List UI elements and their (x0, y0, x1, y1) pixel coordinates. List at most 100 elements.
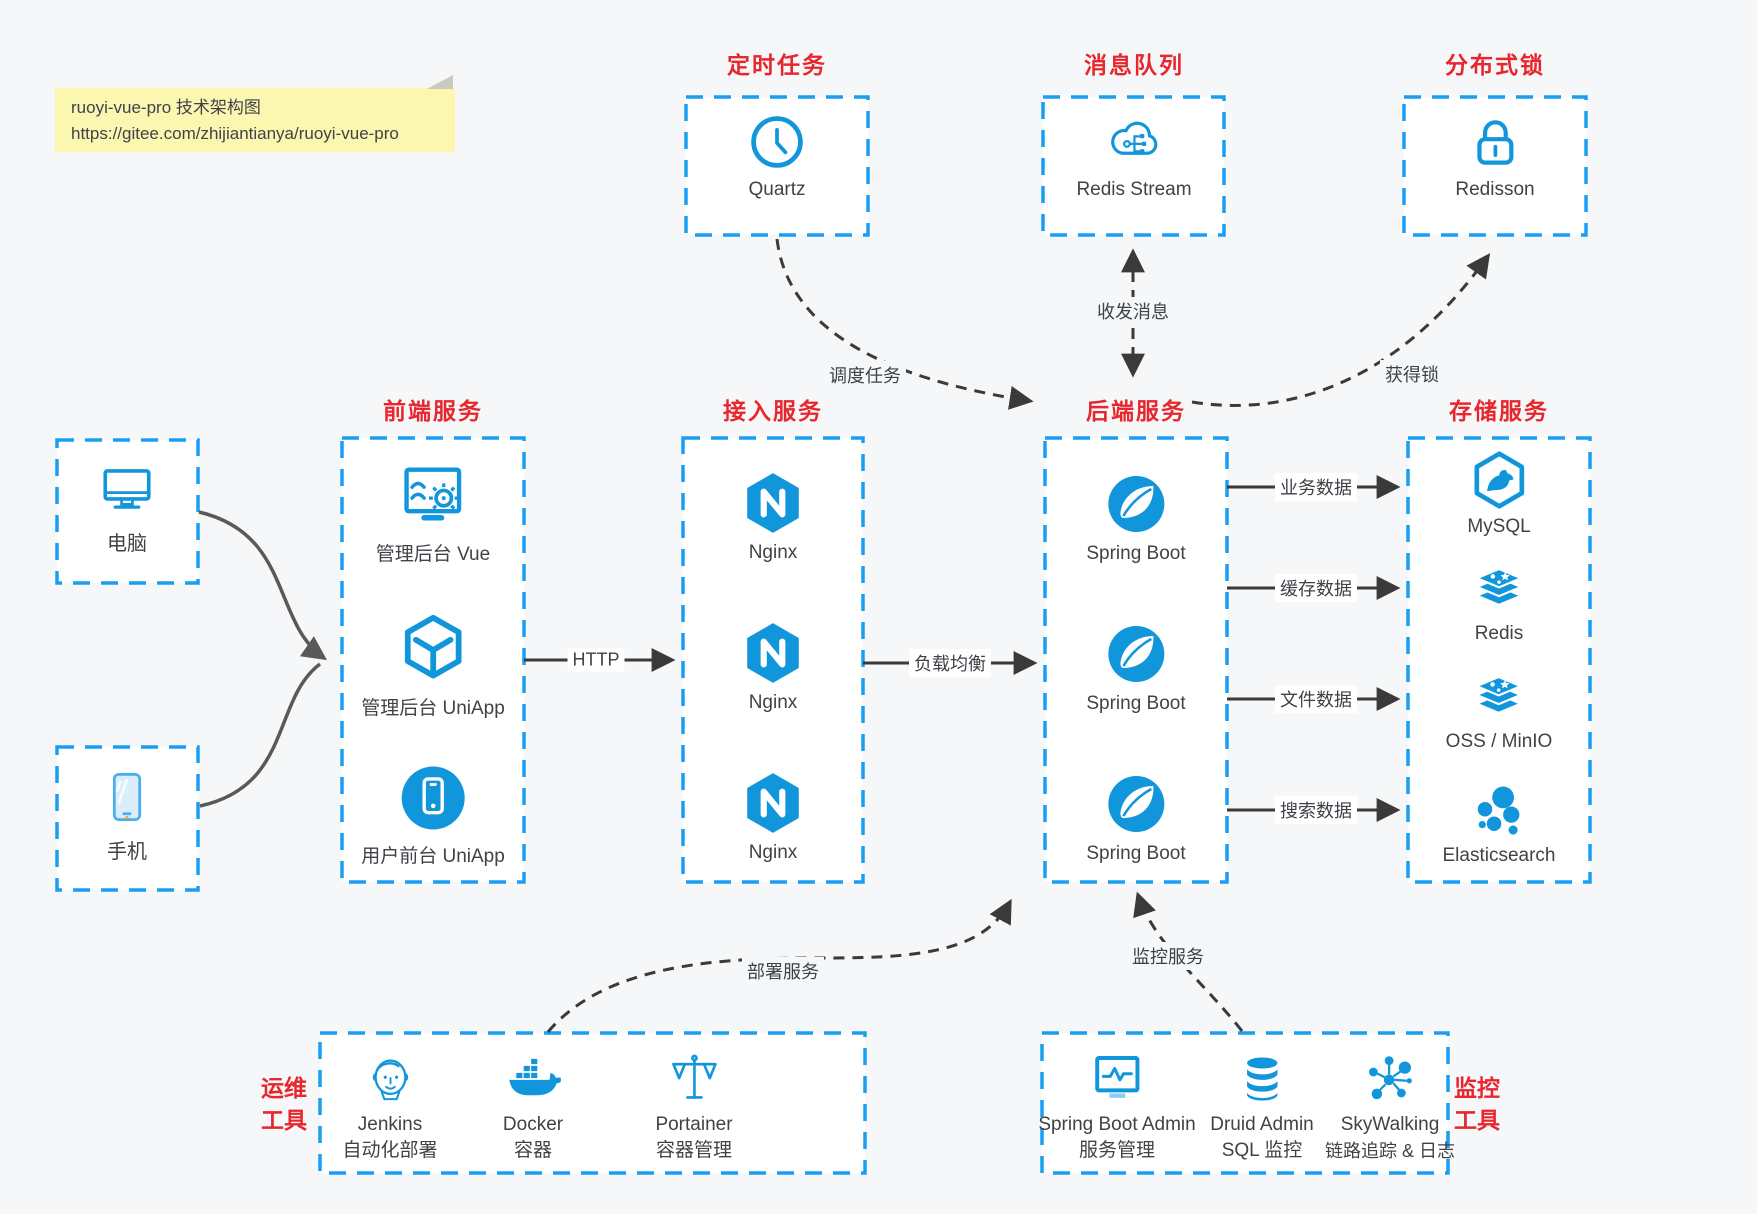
node-user-uniapp-label: 用户前台 UniApp (361, 846, 505, 867)
clock-icon (747, 112, 807, 172)
node-quartz-label: Quartz (748, 179, 806, 200)
node-sba-sub: 服务管理 (1078, 1140, 1155, 1161)
skywalking-icon (1362, 1051, 1418, 1107)
node-admin-uniapp: 管理后台 UniApp (361, 612, 505, 720)
edge-label-search-data: 搜索数据 (1275, 796, 1357, 824)
node-skywalking-label: SkyWalking (1340, 1114, 1440, 1135)
node-nginx-2: Nginx (740, 620, 806, 714)
group-title-frontend: 前端服务 (383, 398, 483, 424)
ops-title-line1: 运维 (261, 1075, 307, 1101)
node-spring-boot-admin: Spring Boot Admin 服务管理 (1038, 1051, 1196, 1164)
node-docker: Docker 容器 (503, 1051, 563, 1164)
monitoring-title-line1: 监控 (1454, 1075, 1500, 1101)
node-nginx-1-label: Nginx (748, 542, 798, 563)
node-springboot-3: Spring Boot (1086, 772, 1186, 865)
node-docker-sub: 容器 (513, 1140, 552, 1161)
pc-to-frontend-arrow (198, 510, 328, 661)
edge-label-message: 收发消息 (1092, 297, 1174, 325)
acquire-lock-arrow (1191, 253, 1491, 407)
monitoring-title-line2: 工具 (1454, 1107, 1500, 1133)
admin-vue-icon (396, 462, 470, 532)
group-title-backend: 后端服务 (1086, 398, 1186, 424)
nginx-icon (740, 620, 806, 686)
mysql-icon (1469, 450, 1529, 510)
jenkins-icon (362, 1051, 418, 1107)
edge-label-biz-data: 业务数据 (1275, 473, 1357, 501)
edge-label-deploy: 部署服务 (742, 957, 824, 985)
redis-stack-icon (1470, 562, 1528, 618)
node-druid-label: Druid Admin (1210, 1114, 1314, 1135)
druid-icon (1235, 1051, 1289, 1107)
node-pc-label: 电脑 (107, 533, 147, 555)
edge-label-http: HTTP (567, 648, 625, 672)
edge-label-schedule: 调度任务 (824, 361, 906, 389)
edge-label-load-balance: 负载均衡 (909, 649, 991, 677)
node-druid-admin: Druid Admin SQL 监控 (1210, 1051, 1314, 1164)
node-redis-label: Redis (1474, 623, 1524, 644)
node-springboot-2-label: Spring Boot (1086, 693, 1186, 714)
group-title-gateway: 接入服务 (723, 398, 823, 424)
redis-stack-icon (1470, 670, 1528, 726)
node-phone: 手机 (98, 768, 156, 864)
note-fold-corner (427, 75, 453, 89)
node-elasticsearch-label: Elasticsearch (1442, 845, 1556, 866)
group-title-storage: 存储服务 (1449, 398, 1549, 424)
node-admin-uniapp-label: 管理后台 UniApp (361, 698, 505, 719)
edge-label-acquire-lock: 获得锁 (1380, 360, 1444, 388)
node-skywalking: SkyWalking 链路追踪 & 日志 (1325, 1051, 1455, 1164)
node-springboot-1: Spring Boot (1086, 472, 1186, 565)
node-mysql: MySQL (1467, 450, 1531, 538)
node-portainer: Portainer 容器管理 (655, 1051, 733, 1164)
group-title-scheduled-jobs: 定时任务 (727, 52, 827, 78)
node-springboot-2: Spring Boot (1086, 622, 1186, 715)
portainer-icon (666, 1051, 722, 1107)
cloud-stream-icon (1103, 112, 1165, 172)
node-springboot-1-label: Spring Boot (1086, 543, 1186, 564)
lock-icon (1465, 112, 1525, 172)
node-user-uniapp: 用户前台 UniApp (361, 762, 505, 868)
spring-icon (1104, 622, 1168, 686)
node-nginx-2-label: Nginx (748, 692, 798, 713)
edge-label-monitor: 监控服务 (1127, 942, 1209, 970)
node-jenkins: Jenkins 自动化部署 (342, 1051, 438, 1164)
schedule-arrow (775, 238, 1034, 410)
node-sba-label: Spring Boot Admin (1038, 1114, 1196, 1135)
node-quartz: Quartz (747, 112, 807, 201)
nginx-icon (740, 470, 806, 536)
sticky-note: ruoyi-vue-pro 技术架构图 https://gitee.com/zh… (55, 75, 455, 152)
node-redis-stream-label: Redis Stream (1076, 179, 1192, 200)
storage-box (1406, 436, 1592, 884)
group-title-message-queue: 消息队列 (1084, 52, 1184, 78)
node-skywalking-sub: 链路追踪 & 日志 (1324, 1141, 1456, 1161)
redisson-box (1402, 95, 1588, 237)
node-redisson: Redisson (1455, 112, 1535, 201)
edge-label-file-data: 文件数据 (1275, 685, 1357, 713)
cube-icon (395, 612, 471, 686)
mobile-app-icon (397, 762, 469, 834)
node-springboot-3-label: Spring Boot (1086, 843, 1186, 864)
ops-box (318, 1031, 867, 1175)
node-portainer-sub: 容器管理 (655, 1140, 733, 1161)
phone-to-frontend-arrow (199, 662, 322, 808)
phone-icon (98, 768, 156, 826)
redis-stream-box (1041, 95, 1226, 237)
note-url: https://gitee.com/zhijiantianya/ruoyi-vu… (71, 124, 399, 143)
monitoring-tools-title: 监控 工具 (1454, 1072, 1500, 1136)
node-jenkins-label: Jenkins (357, 1114, 423, 1135)
node-admin-vue-label: 管理后台 Vue (375, 544, 491, 565)
ops-tools-title: 运维 工具 (261, 1072, 307, 1136)
node-oss-minio: OSS / MinIO (1445, 670, 1553, 753)
node-redisson-label: Redisson (1455, 179, 1535, 200)
spring-icon (1104, 772, 1168, 836)
node-druid-sub: SQL 监控 (1221, 1140, 1303, 1161)
node-nginx-3-label: Nginx (748, 842, 798, 863)
node-phone-label: 手机 (107, 841, 147, 863)
pc-box (55, 438, 200, 585)
node-jenkins-sub: 自动化部署 (342, 1140, 438, 1161)
node-redis: Redis (1470, 562, 1528, 645)
nginx-icon (740, 770, 806, 836)
node-oss-minio-label: OSS / MinIO (1445, 731, 1553, 752)
group-title-distributed-lock: 分布式锁 (1445, 52, 1545, 78)
node-pc: 电脑 (98, 460, 156, 556)
